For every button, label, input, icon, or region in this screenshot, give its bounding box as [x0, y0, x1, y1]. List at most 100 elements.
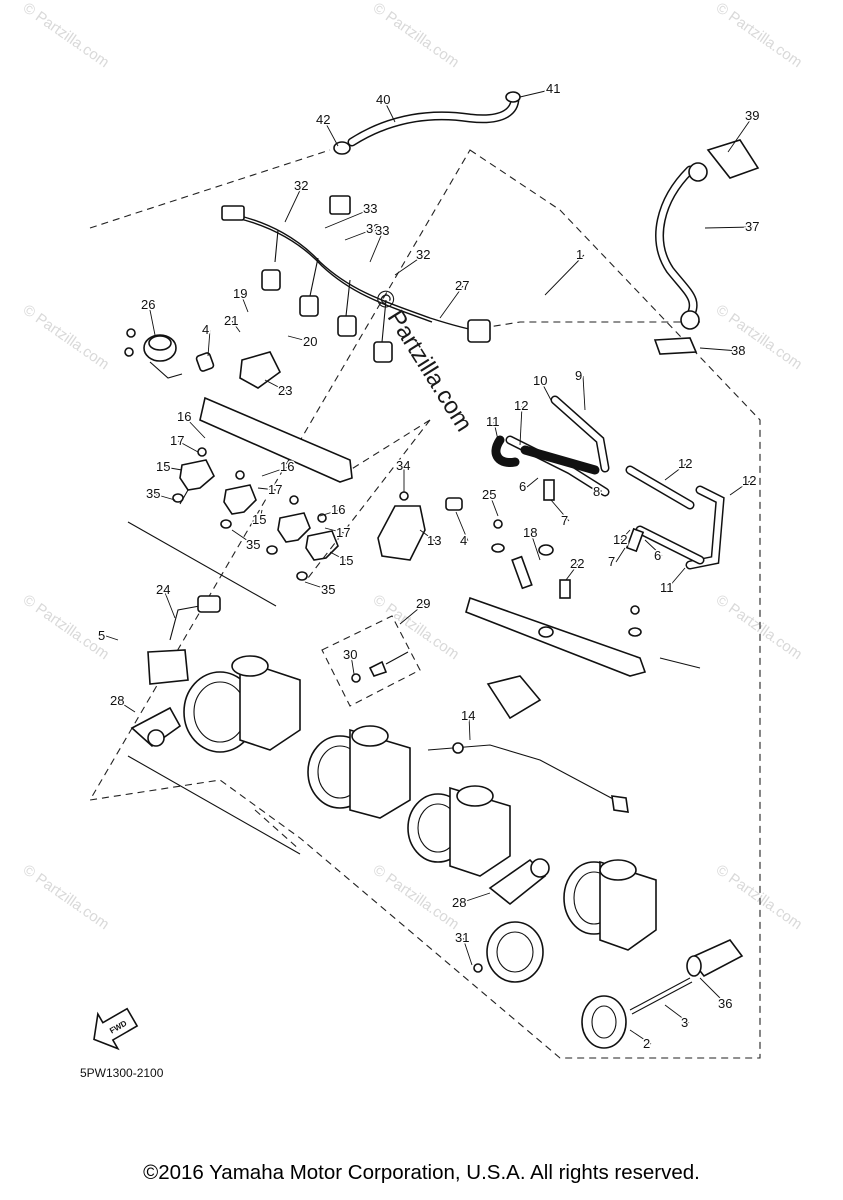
callout-leader	[324, 208, 372, 229]
callout-label: 38	[731, 343, 745, 358]
callout-label: 4	[202, 322, 209, 337]
callout-leader	[344, 228, 375, 241]
callout-label: 35	[246, 537, 260, 552]
callout-label: 5	[98, 628, 105, 643]
callout-leader	[264, 379, 287, 392]
callout-label: 29	[416, 596, 430, 611]
callout-label: 7	[608, 554, 615, 569]
callout-label: 15	[339, 553, 353, 568]
callout-leader	[177, 440, 199, 453]
screw-kit-29	[321, 615, 421, 707]
part-28-left	[130, 706, 182, 748]
callout-label: 22	[570, 556, 584, 571]
watermark: © Partzilla.com	[370, 861, 463, 933]
callout-label: 21	[224, 313, 238, 328]
callout-label: 32	[416, 247, 430, 262]
injector-15-c	[266, 495, 311, 555]
copyright-notice: ©2016 Yamaha Motor Corporation, U.S.A. A…	[143, 1161, 700, 1184]
watermark: © Partzilla.com	[370, 0, 463, 71]
callout-label: 17	[336, 525, 350, 540]
callout-label: 16	[177, 409, 191, 424]
callout-label: 12	[742, 473, 756, 488]
callout-label: 11	[660, 580, 674, 595]
cover-cap-31	[473, 921, 544, 983]
callout-label: 17	[170, 433, 184, 448]
idle-screw-14	[427, 675, 629, 813]
callout-label: 13	[427, 533, 441, 548]
callout-leader	[664, 1004, 690, 1024]
callout-label: 28	[452, 895, 466, 910]
callout-leader	[231, 320, 241, 333]
watermark: © Partzilla.com	[20, 861, 113, 933]
throttle-body-4	[563, 859, 657, 951]
watermark: © Partzilla.com	[20, 0, 113, 71]
callout-leader	[664, 463, 687, 481]
callout-leader	[727, 115, 754, 153]
callout-leader	[329, 551, 348, 562]
callout-leader	[153, 493, 176, 501]
callout-leader	[519, 88, 555, 98]
callout-label: 32	[294, 178, 308, 193]
callout-leader	[459, 892, 491, 904]
callout-leader	[257, 487, 277, 491]
callout-leader	[369, 230, 384, 263]
callout-label: 15	[252, 512, 266, 527]
callout-leader	[550, 499, 570, 522]
callout-label: 24	[156, 582, 170, 597]
callout-leader	[699, 977, 727, 1005]
callout-leader	[319, 509, 340, 517]
callout-leader	[259, 509, 263, 521]
spring-3	[629, 977, 693, 1015]
callout-leader	[184, 416, 206, 439]
callout-label: 7	[561, 513, 568, 528]
long-bolt-upper	[127, 521, 277, 607]
injector-15-d	[296, 513, 339, 581]
hose-37	[653, 139, 760, 355]
fuel-rail-upper	[195, 351, 353, 483]
callout-label: 16	[331, 502, 345, 517]
callout-leader	[323, 119, 339, 147]
watermark: © Partzilla.com	[713, 301, 806, 373]
callout-leader	[615, 547, 626, 563]
callout-leader	[324, 527, 345, 534]
callout-leader	[148, 304, 156, 336]
callout-label: 35	[146, 486, 160, 501]
callout-label: 26	[141, 297, 155, 312]
callout-label: 2	[643, 1036, 650, 1051]
callout-leader	[439, 285, 464, 319]
assembly-boundary	[88, 149, 761, 1059]
callout-label: 17	[268, 482, 282, 497]
callout-leader	[704, 226, 754, 229]
callout-label: 35	[321, 582, 335, 597]
callout-label: 37	[745, 219, 759, 234]
callout-leader	[383, 99, 396, 123]
callout-leader	[163, 589, 176, 619]
watermark: © Partzilla.com	[713, 861, 806, 933]
long-bolt-lower	[127, 755, 301, 855]
callout-label: 40	[376, 92, 390, 107]
callout-leader	[620, 529, 631, 541]
injector-15-b	[220, 470, 257, 529]
callout-label: 39	[745, 108, 759, 123]
callout-leader	[519, 405, 523, 446]
callout-leader	[287, 335, 312, 343]
callout-label: 15	[156, 459, 170, 474]
callout-label: 4	[460, 533, 467, 548]
callout-leader	[667, 567, 686, 589]
bracket-34	[377, 491, 463, 561]
callout-label: 42	[316, 112, 330, 127]
callout-leader	[261, 466, 289, 477]
callout-leader	[530, 532, 541, 561]
callout-label: 25	[482, 487, 496, 502]
callout-leader	[493, 421, 499, 441]
diaphragm-2	[581, 995, 627, 1049]
watermark: © Partzilla.com	[713, 0, 806, 71]
injector-15-a	[172, 447, 215, 505]
part-28-lower	[488, 858, 550, 906]
throttle-body-1	[183, 655, 301, 753]
callout-leader	[462, 937, 473, 966]
callout-label: 16	[280, 459, 294, 474]
callout-leader	[699, 347, 740, 352]
callout-leader	[350, 654, 355, 675]
callout-leader	[565, 563, 579, 581]
